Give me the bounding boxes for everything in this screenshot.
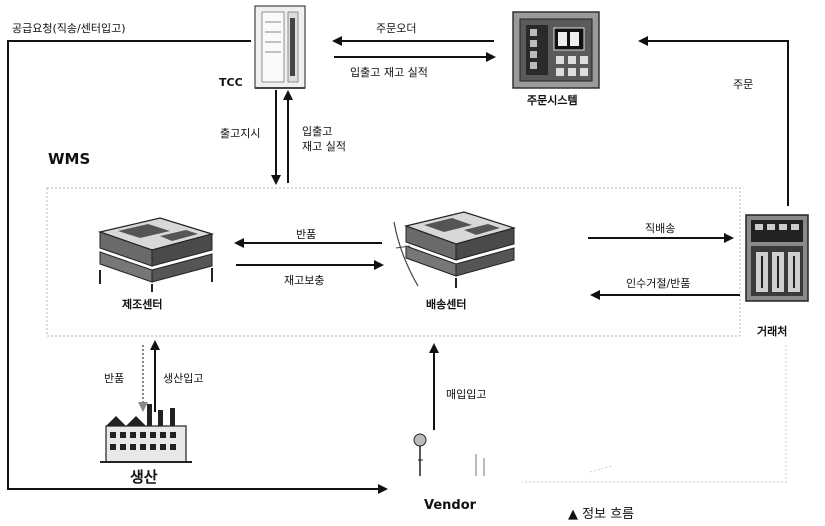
delivery-center-label: 배송센터 — [426, 296, 466, 312]
production-label: 생산 — [130, 466, 158, 487]
refusal-return-label: 인수거절/반품 — [626, 277, 690, 290]
tcc-server-icon — [255, 6, 305, 88]
legend-marker-icon: ▲ — [568, 507, 578, 522]
factory-icon — [100, 404, 192, 462]
customer-label: 거래처 — [757, 323, 787, 339]
ship-instruction-label: 출고지시 — [220, 127, 260, 140]
return-center-label: 반품 — [296, 228, 316, 241]
order-label: 주문 — [733, 78, 753, 91]
stock-supplement-label: 재고보충 — [284, 274, 324, 287]
production-inbound-label: 생산입고 — [163, 372, 203, 385]
wms-label: WMS — [48, 150, 90, 168]
inout-stock-result-top-label: 입출고 재고 실적 — [350, 66, 428, 79]
supply-request-label: 공급요청(직송/센터입고) — [12, 22, 126, 35]
return-production-label: 반품 — [104, 372, 124, 385]
legend-text: 정보 흐름 — [582, 507, 634, 522]
direct-delivery-label: 직배송 — [645, 222, 675, 235]
vendor-icon — [414, 434, 484, 476]
order-system-icon — [513, 12, 599, 88]
inout-stock-result-side-label-1: 입출고 — [302, 125, 332, 138]
manufacturing-center-icon — [100, 218, 212, 292]
customer-delivery-path — [522, 345, 786, 482]
customer-store-icon — [746, 215, 808, 301]
order-system-label: 주문시스템 — [527, 92, 578, 108]
inout-stock-result-side-label-2: 재고 실적 — [302, 140, 346, 153]
order-arrow — [640, 41, 788, 206]
purchase-inbound-label: 매입입고 — [446, 388, 486, 401]
delivery-center-icon — [394, 212, 514, 288]
order-data-label: 주문오더 — [376, 22, 416, 35]
tcc-label: TCC — [219, 76, 243, 89]
vendor-label: Vendor — [424, 498, 476, 513]
legend: ▲ 정보 흐름 — [568, 508, 634, 521]
manufacturing-center-label: 제조센터 — [122, 296, 162, 312]
